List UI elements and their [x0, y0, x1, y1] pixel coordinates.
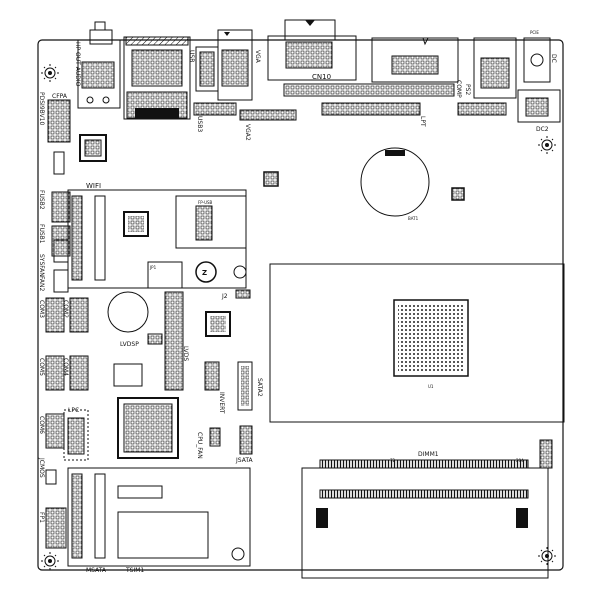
fp1-label: FP1	[38, 512, 45, 523]
fusb1-label: FUSB1	[38, 224, 45, 244]
jumper-table	[113, 363, 143, 387]
ps2-connector: PS2	[464, 37, 517, 99]
sata2-connector: SATA2	[237, 361, 263, 411]
lpc-header: LPC	[63, 407, 89, 461]
dimm-start-label: 72	[390, 458, 396, 463]
comp-connector: COMP	[371, 37, 462, 98]
j2-jumper: J2	[221, 289, 251, 300]
com5-label: COM5	[38, 358, 45, 376]
usb3-label: USB3	[196, 116, 203, 132]
svg-text:JP1: JP1	[149, 265, 157, 270]
dc-label: DC	[550, 54, 557, 63]
mounting-hole-bottom-right	[538, 547, 556, 565]
com2-label: COM2	[62, 300, 69, 318]
chip-u3	[205, 311, 231, 337]
jsata-label: JSATA	[235, 457, 254, 464]
com6-label: COM6	[38, 416, 45, 434]
com4-header: COM4	[62, 355, 89, 391]
dimm-label: DIMM1	[418, 451, 439, 458]
vga2-label: VGA2	[244, 124, 251, 141]
chip-u5	[451, 187, 465, 201]
fan2-label: FAN2	[38, 276, 45, 291]
ps2-header	[457, 102, 507, 116]
jcmos-label: JCMOS	[38, 457, 45, 478]
inverter-header: INVERT	[204, 361, 225, 414]
comp-label: COMP	[455, 80, 462, 98]
cfpa-header: CFPA PDSI9BV10	[38, 92, 71, 143]
chip-u4	[263, 171, 279, 187]
chip-small-u2	[79, 134, 107, 162]
fp1-header: FP1	[38, 507, 67, 549]
ps2-label: PS2	[464, 84, 471, 95]
com2-header: COM2	[62, 297, 89, 333]
lvdsp-header: LVDSP	[120, 333, 163, 348]
bat-label: BAT1	[408, 216, 419, 221]
com5-header: COM5	[38, 355, 65, 391]
sysfan-label: SYSFAN	[38, 254, 45, 277]
j2-label: J2	[221, 293, 228, 300]
jumper-small	[53, 151, 65, 175]
msata-label: MSATA	[86, 567, 107, 574]
jcmos-header: JCMOS	[38, 457, 57, 485]
cpu-fan-header: CPU_FAN	[196, 427, 221, 459]
pcie-label: PCIE	[530, 30, 539, 35]
fusb2-header: FUSB2	[38, 190, 71, 223]
logo-icon: Z	[195, 261, 217, 283]
vga-label: VGA	[254, 50, 261, 64]
vga2-header: VGA2	[239, 109, 297, 141]
inverter-label: INVERT	[218, 392, 225, 414]
cpu-bga: U1	[269, 263, 565, 423]
wifi-slot: WIFI FP-USB JP1 Z	[67, 182, 247, 289]
usb-label: USB	[188, 50, 195, 62]
sata2-label: SATA2	[256, 378, 263, 397]
jsata-connector: JSATA	[235, 425, 254, 464]
com4-label: COM4	[62, 358, 69, 376]
com3-header: COM3	[38, 297, 65, 333]
cn10-connector: CN10	[267, 19, 357, 81]
dc2-label: DC2	[536, 126, 549, 133]
cn10-label: CN10	[312, 73, 331, 81]
cpu-fan-label: CPU_FAN	[196, 432, 203, 459]
usb-port: USB	[188, 46, 219, 92]
fp-usb-label: FP-USB	[198, 200, 213, 205]
dimm-slot: DIMM1 72 204	[301, 439, 553, 579]
mounting-hole-top-right	[538, 136, 556, 154]
wifi-label: WIFI	[86, 182, 101, 190]
dc-jack: PCIE DC	[523, 30, 557, 83]
lvds-connector: LVDS	[164, 291, 189, 391]
svg-text:Z: Z	[202, 269, 207, 277]
pdsi-label: PDSI9BV10	[38, 92, 45, 125]
vga-connector: VGA	[217, 29, 261, 101]
super-io-chip	[117, 397, 179, 459]
mounting-hole-top-left	[41, 64, 59, 82]
com6-header: COM6	[38, 413, 65, 449]
lpt-header: LPT	[283, 83, 455, 127]
mounting-hole-bottom-left	[41, 552, 59, 570]
audio-connector: HP OUT AUDIO	[74, 21, 121, 109]
cfpa-label: CFPA	[52, 93, 68, 100]
fusb1-header: FUSB1	[38, 224, 71, 257]
tsim-label: TSIM1	[125, 567, 144, 574]
usb3-header: USB3	[193, 102, 237, 132]
com3-label: COM3	[38, 300, 45, 318]
cpu-label: U1	[428, 384, 434, 389]
hp-out-label: HP OUT AUDIO	[74, 42, 81, 87]
cmos-battery: BAT1	[107, 147, 430, 333]
dc2-connector: DC2	[517, 89, 561, 133]
lpt-label: LPT	[419, 116, 426, 127]
dimm-end-label: 204	[516, 458, 524, 463]
lvds-label: LVDS	[182, 346, 189, 361]
lpc-label: LPC	[68, 407, 79, 414]
msata-slot: MSATA TSIM1	[67, 467, 251, 574]
lvdsp-label: LVDSP	[120, 341, 139, 348]
fusb2-label: FUSB2	[38, 190, 45, 210]
lan-usb-stack	[123, 36, 191, 120]
